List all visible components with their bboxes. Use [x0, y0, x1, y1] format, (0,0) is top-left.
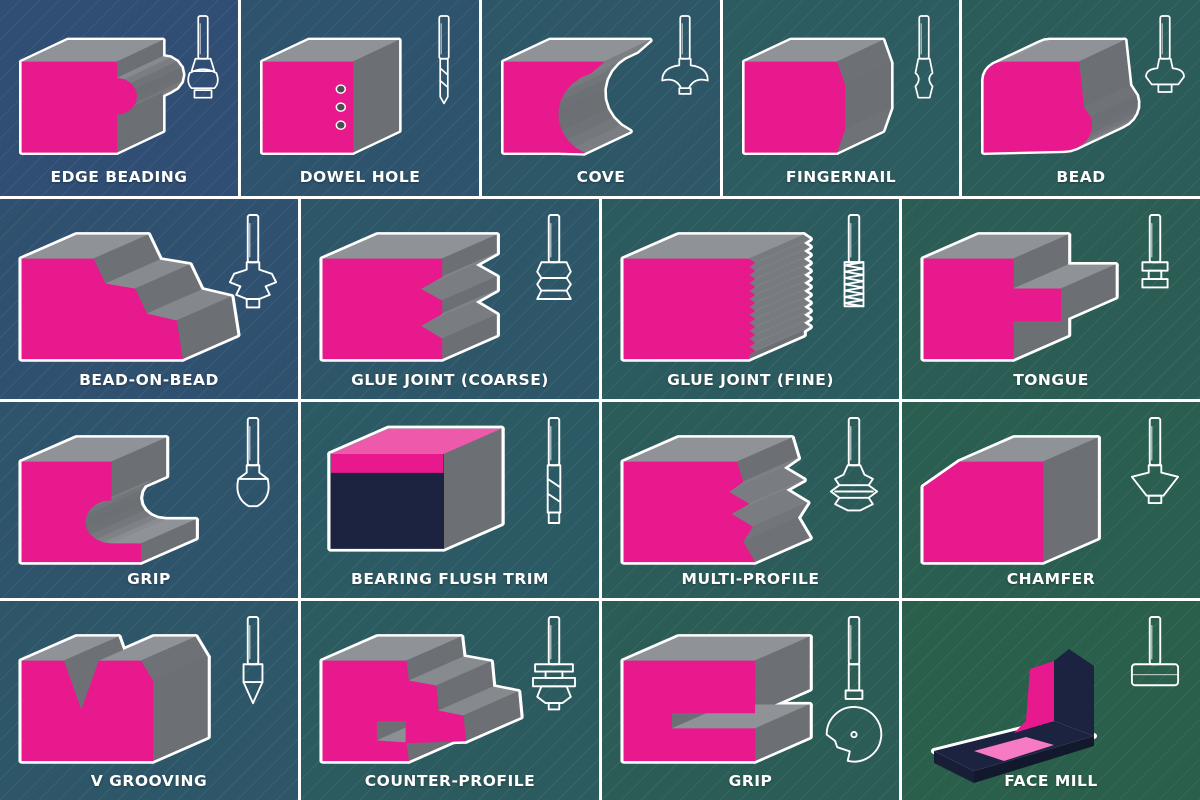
tile-label: CHAMFER	[1006, 570, 1096, 588]
tile-tongue: TONGUE	[902, 199, 1200, 399]
profile-art	[301, 601, 599, 800]
profile-art	[902, 402, 1200, 598]
tile-label: BEARING FLUSH TRIM	[351, 570, 549, 588]
profile-art	[241, 0, 479, 196]
tile-cove: COVE	[482, 0, 720, 196]
tile-glue-joint-coarse: GLUE JOINT (COARSE)	[301, 199, 599, 399]
v-groove-bit-icon	[242, 616, 264, 705]
tile-label: BEAD	[1056, 168, 1106, 186]
cove-bit-icon	[661, 15, 709, 95]
profile-art	[902, 199, 1200, 399]
tile-label: BEAD-ON-BEAD	[79, 371, 219, 389]
tongue-bit-icon	[1141, 214, 1169, 289]
glue-joint-coarse-bit-icon	[536, 214, 572, 300]
tile-label: V GROOVING	[90, 772, 208, 790]
tile-label: GRIP	[728, 772, 773, 790]
chamfer-bit-icon	[1130, 417, 1180, 504]
profile-art	[301, 402, 599, 598]
profile-art	[301, 199, 599, 399]
profile-art	[0, 0, 238, 196]
profile-art	[482, 0, 720, 196]
tile-fingernail: FINGERNAIL	[723, 0, 959, 196]
dowel-drill-icon	[438, 15, 450, 105]
tile-label: TONGUE	[1013, 371, 1089, 389]
tile-multi-profile: MULTI-PROFILE	[602, 402, 899, 598]
tile-bearing-flush-trim: BEARING FLUSH TRIM	[301, 402, 599, 598]
bead-on-bead-bit-icon	[228, 214, 278, 309]
profile-art	[723, 0, 959, 196]
tile-counter-profile: COUNTER-PROFILE	[301, 601, 599, 800]
tile-label: DOWEL HOLE	[299, 168, 421, 186]
tile-grip-slot: GRIP	[602, 601, 899, 800]
tile-label: GLUE JOINT (FINE)	[667, 371, 834, 389]
tile-dowel-hole: DOWEL HOLE	[241, 0, 479, 196]
tile-label: MULTI-PROFILE	[681, 570, 820, 588]
tile-edge-beading: EDGE BEADING	[0, 0, 238, 196]
fingernail-bit-icon	[914, 15, 934, 99]
tile-label: GRIP	[127, 570, 171, 588]
profile-art	[602, 601, 899, 800]
profile-art	[0, 199, 298, 399]
bead-bit-icon	[1145, 15, 1185, 93]
grip-bit-icon	[236, 417, 270, 508]
profile-art	[602, 199, 899, 399]
tile-grip: GRIP	[0, 402, 298, 598]
multi-profile-bit-icon	[829, 417, 879, 512]
beading-bit-icon	[187, 15, 219, 99]
tile-glue-joint-fine: GLUE JOINT (FINE)	[602, 199, 899, 399]
tile-bead: BEAD	[962, 0, 1200, 196]
tile-bead-on-bead: BEAD-ON-BEAD	[0, 199, 298, 399]
slot-cutter-icon	[825, 616, 883, 763]
flush-trim-bit-icon	[546, 417, 562, 524]
tile-label: GLUE JOINT (COARSE)	[351, 371, 549, 389]
tile-label: COUNTER-PROFILE	[364, 772, 536, 790]
profile-art	[0, 601, 298, 800]
counter-profile-bit-icon	[532, 616, 576, 711]
glue-joint-fine-bit-icon	[843, 214, 865, 308]
tile-label: FACE MILL	[1004, 772, 1098, 790]
tile-label: COVE	[576, 168, 626, 186]
face-mill-bit-icon	[1130, 616, 1180, 687]
tile-v-grooving: V GROOVING	[0, 601, 298, 800]
profile-art	[902, 601, 1200, 800]
profile-art	[602, 402, 899, 598]
tile-chamfer: CHAMFER	[902, 402, 1200, 598]
tile-label: FINGERNAIL	[785, 168, 897, 186]
profile-art	[962, 0, 1200, 196]
profile-art	[0, 402, 298, 598]
tile-label: EDGE BEADING	[50, 168, 188, 186]
tile-face-mill: FACE MILL	[902, 601, 1200, 800]
